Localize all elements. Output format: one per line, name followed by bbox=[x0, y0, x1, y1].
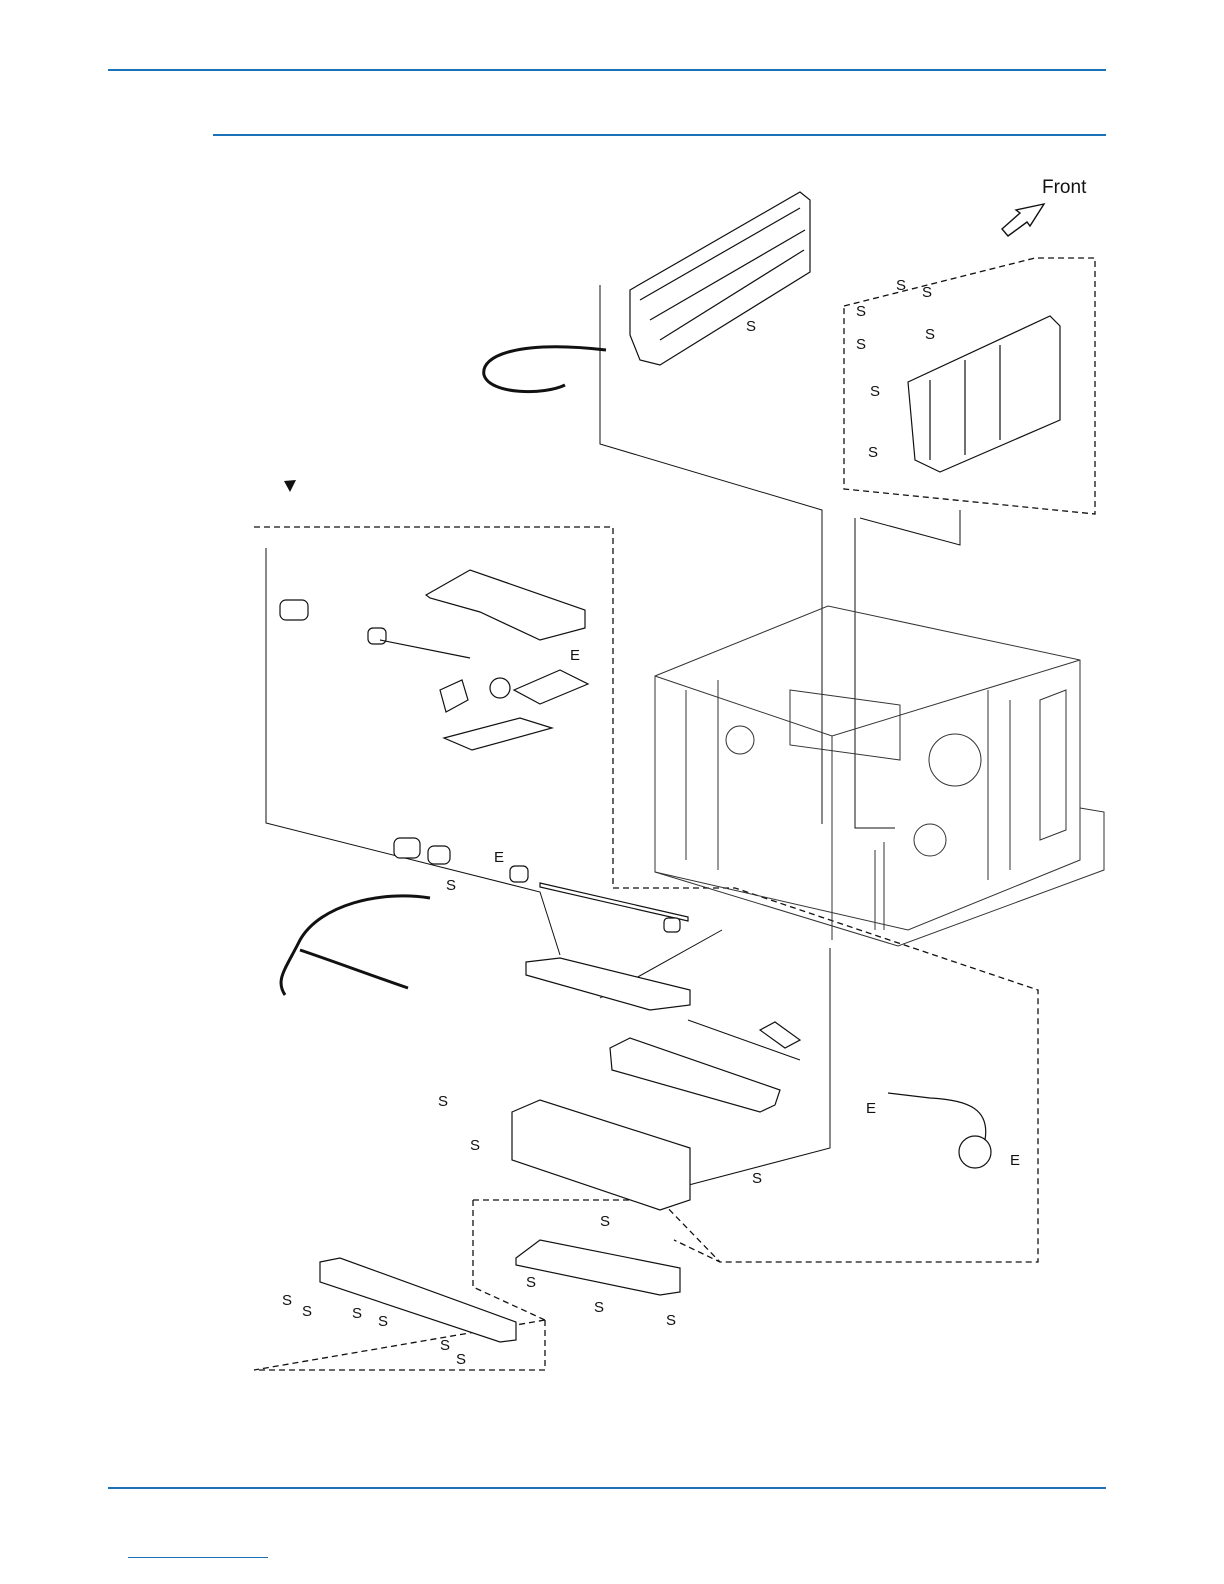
svg-text:S: S bbox=[438, 1093, 448, 1110]
leader-left-bracket bbox=[600, 285, 895, 828]
svg-text:S: S bbox=[746, 318, 756, 335]
roller-shaft bbox=[394, 838, 688, 932]
svg-text:S: S bbox=[470, 1137, 480, 1154]
upper-bracket bbox=[630, 192, 810, 365]
front-arrow-icon bbox=[1002, 204, 1044, 236]
svg-text:S: S bbox=[378, 1313, 388, 1330]
svg-text:S: S bbox=[600, 1213, 610, 1230]
svg-text:S: S bbox=[594, 1299, 604, 1316]
svg-text:S: S bbox=[352, 1305, 362, 1322]
svg-text:E: E bbox=[866, 1100, 876, 1117]
svg-text:S: S bbox=[666, 1312, 676, 1329]
svg-text:S: S bbox=[446, 877, 456, 894]
svg-text:E: E bbox=[494, 849, 504, 866]
feeder-parts bbox=[280, 570, 588, 750]
svg-text:S: S bbox=[922, 284, 932, 301]
leader-right-bracket bbox=[860, 510, 960, 545]
svg-text:S: S bbox=[856, 336, 866, 353]
svg-text:S: S bbox=[752, 1170, 762, 1187]
svg-text:S: S bbox=[440, 1337, 450, 1354]
svg-text:S: S bbox=[282, 1292, 292, 1309]
guide-assemblies bbox=[320, 958, 800, 1342]
svg-text:S: S bbox=[456, 1351, 466, 1368]
boundary-feeder-assembly bbox=[254, 527, 1038, 1370]
svg-text:S: S bbox=[856, 303, 866, 320]
printer-chassis bbox=[655, 606, 1104, 946]
triangle-marker-icon bbox=[284, 480, 296, 492]
svg-text:E: E bbox=[570, 647, 580, 664]
svg-text:S: S bbox=[896, 277, 906, 294]
harness-lower bbox=[281, 896, 430, 995]
svg-text:E: E bbox=[1010, 1152, 1020, 1169]
harness-upper bbox=[484, 347, 606, 392]
svg-text:S: S bbox=[925, 326, 935, 343]
svg-text:S: S bbox=[302, 1303, 312, 1320]
svg-text:S: S bbox=[870, 383, 880, 400]
svg-text:S: S bbox=[868, 444, 878, 461]
drive-motor bbox=[888, 1093, 991, 1168]
svg-text:S: S bbox=[526, 1274, 536, 1291]
